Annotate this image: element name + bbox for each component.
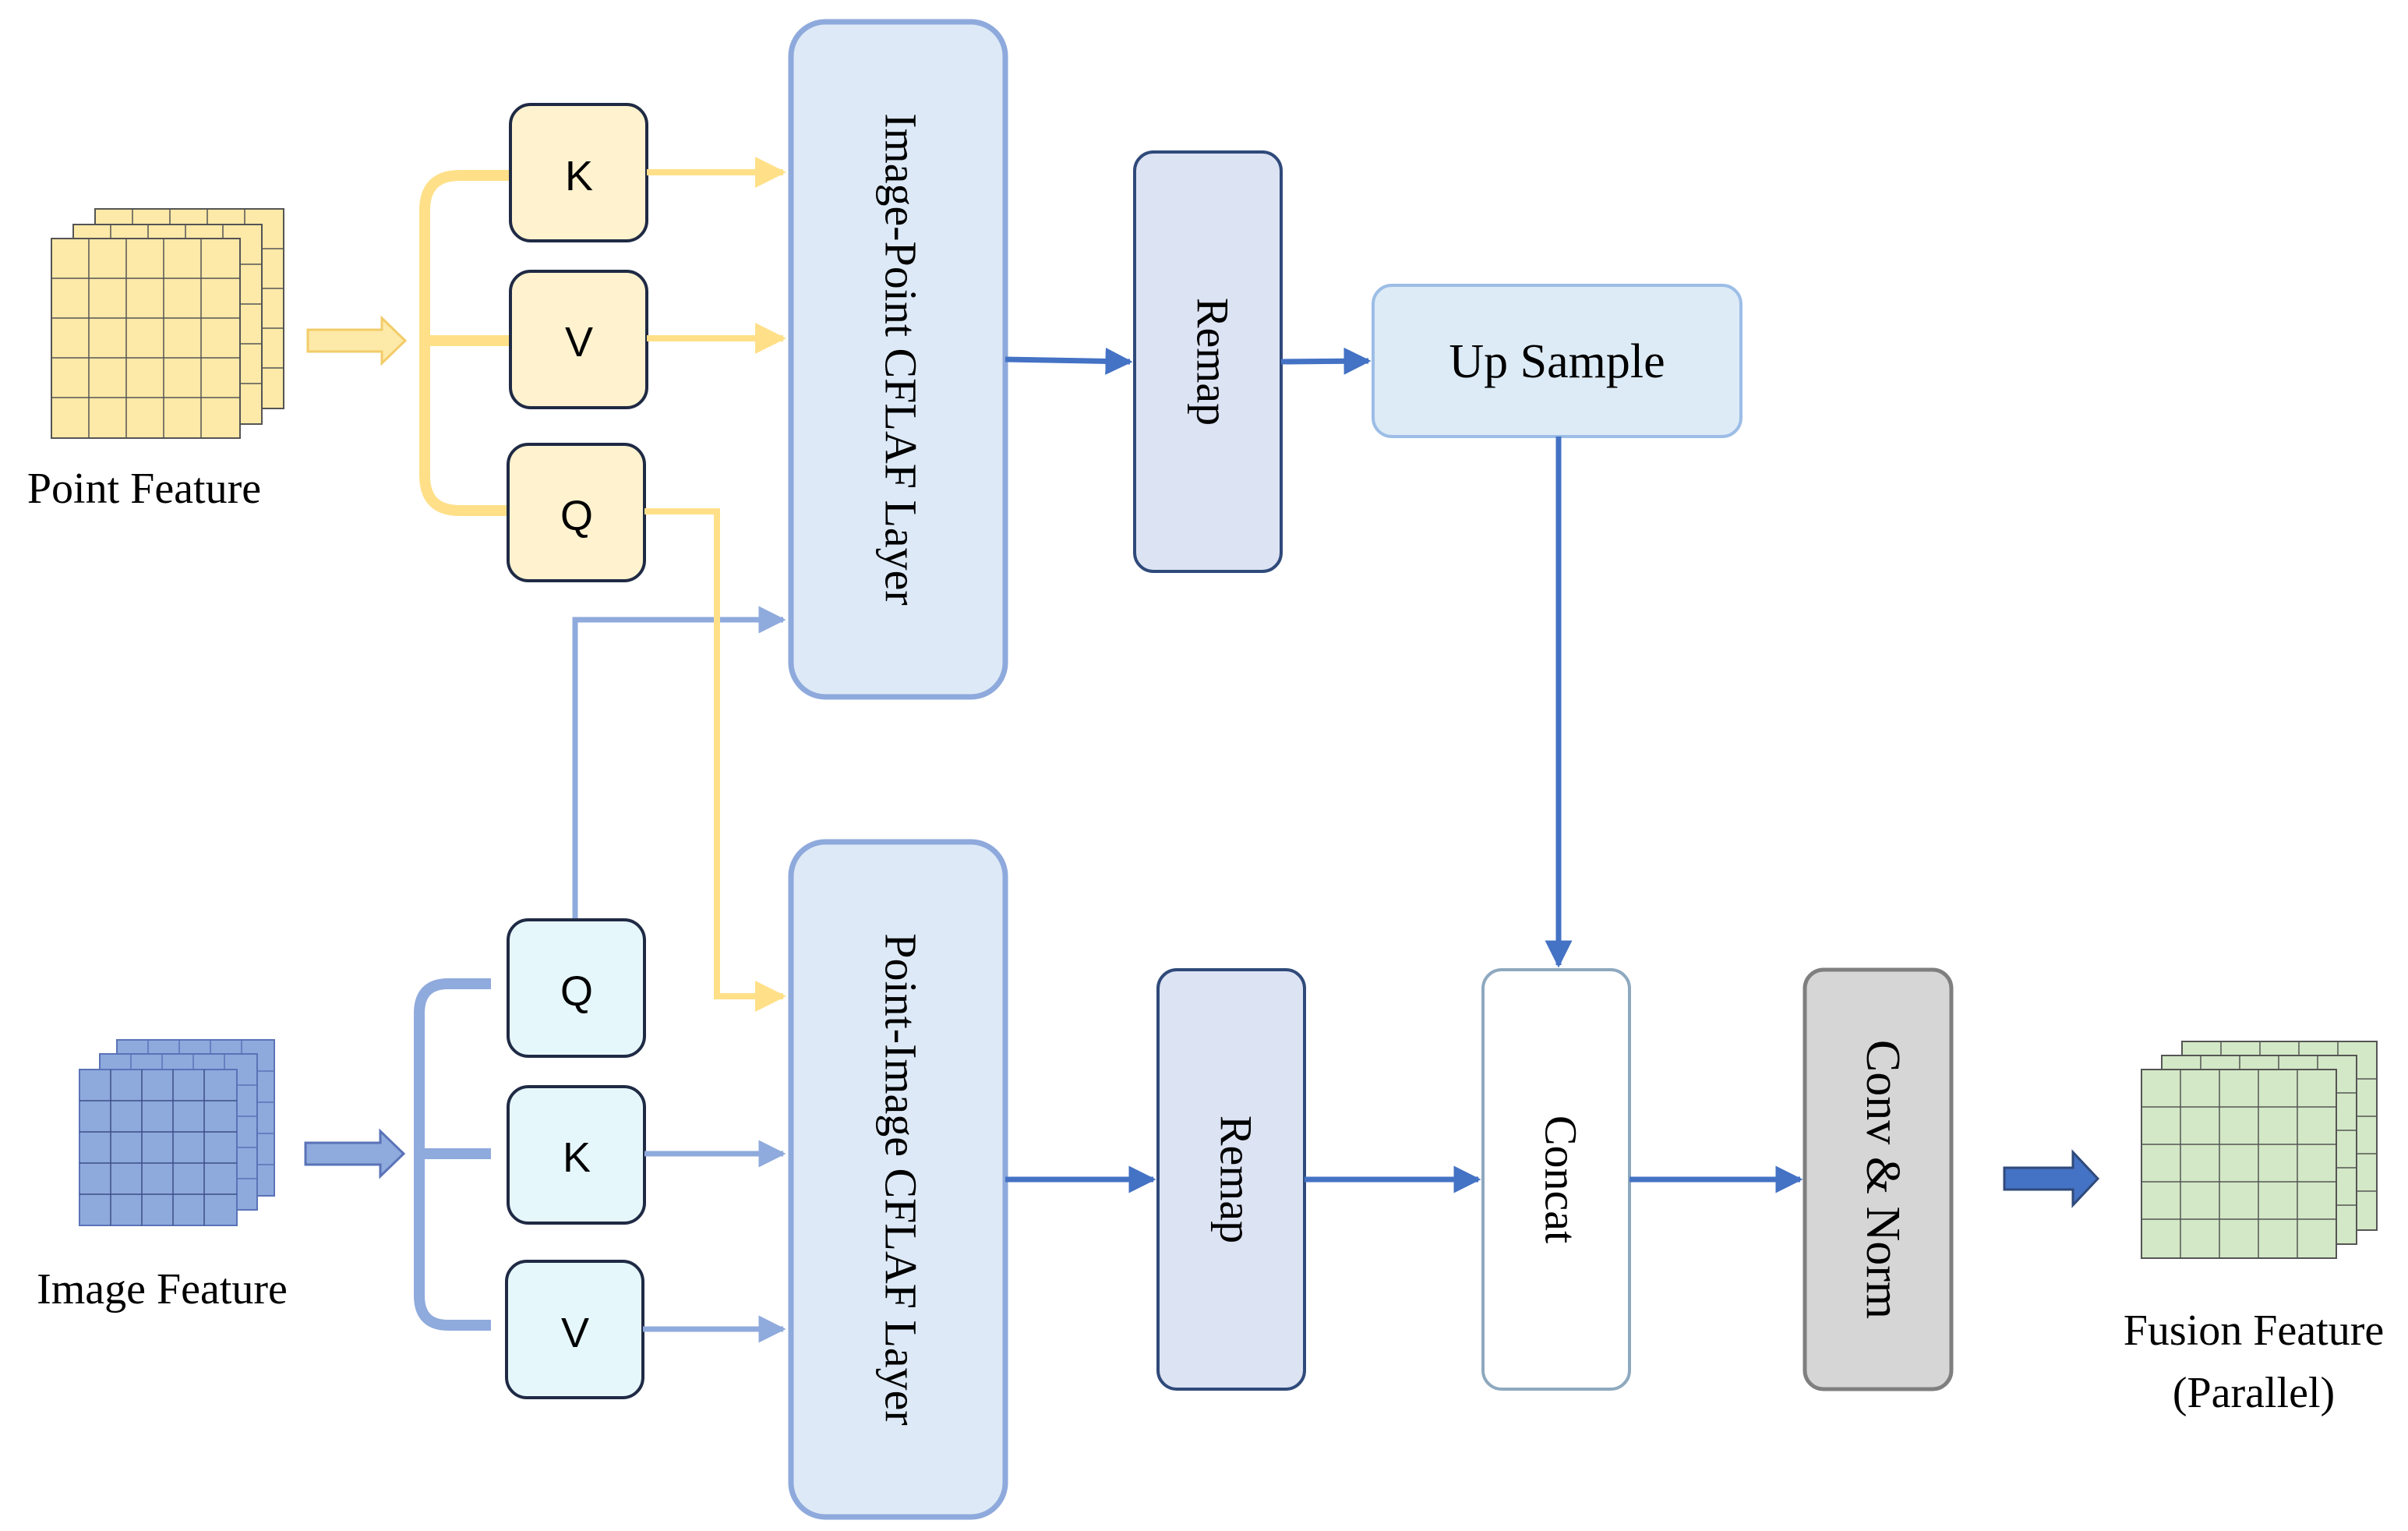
concat-label: Concat	[1536, 1116, 1587, 1243]
fusion-feature-label-line1: Fusion Feature	[2124, 1306, 2384, 1355]
image-token-v: V	[561, 1310, 589, 1356]
conv-norm-box	[1802, 967, 1954, 1391]
image-bracket	[414, 978, 491, 1331]
point-token-q: Q	[560, 493, 593, 539]
image-point-cflaf-label: Image-Point CFLAF Layer	[876, 113, 927, 605]
image-token-q-box	[507, 918, 646, 1058]
image-token-q: Q	[560, 968, 593, 1015]
fusion-feature-label-line2: (Parallel)	[2173, 1369, 2335, 1417]
output-arrow-icon	[2003, 1149, 2100, 1208]
point-token-v: V	[565, 319, 593, 366]
point-q-to-bottom-layer-arrow	[644, 508, 786, 1012]
top-layer-to-remap-arrow	[1005, 347, 1133, 375]
image-q-to-top-layer-arrow	[572, 606, 786, 920]
image-token-k: K	[563, 1134, 591, 1181]
conv-norm-label: Conv & Norm	[1856, 1040, 1909, 1319]
remap-bottom-label: Remap	[1211, 1116, 1262, 1243]
fusion-feature-icon	[2141, 1041, 2378, 1259]
image-input-arrow-icon	[304, 1128, 406, 1179]
image-feature-label: Image Feature	[37, 1265, 288, 1314]
remap-to-upsample-arrow	[1280, 347, 1372, 375]
remap-top-label: Remap	[1188, 298, 1238, 426]
image-feature-icon	[79, 1039, 275, 1226]
point-token-k: K	[565, 153, 593, 200]
point-image-cflaf-label: Point-Image CFLAF Layer	[876, 933, 927, 1425]
point-input-arrow-icon	[306, 315, 408, 366]
point-feature-icon	[51, 208, 284, 439]
up-sample-label: Up Sample	[1449, 335, 1665, 388]
point-feature-label: Point Feature	[27, 465, 261, 513]
point-bracket	[419, 170, 510, 516]
